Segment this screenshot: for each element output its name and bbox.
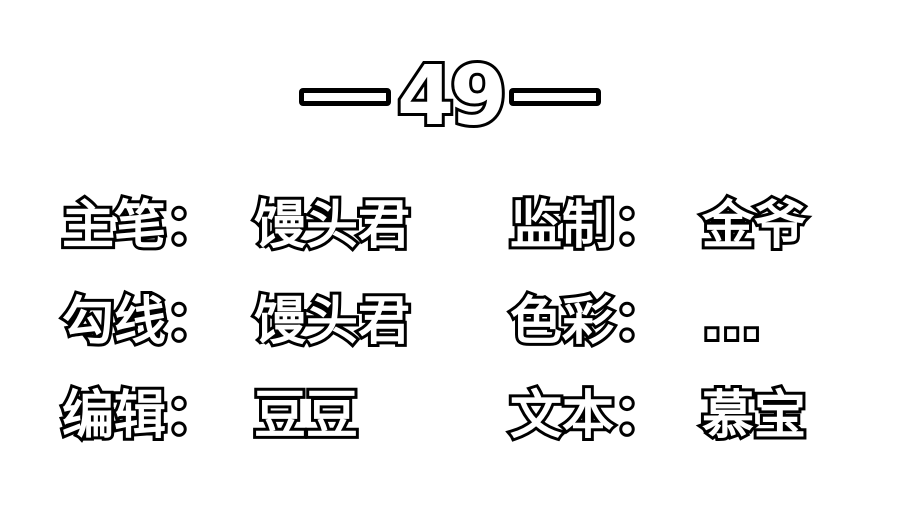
credit-value: 金爷 [699,193,809,259]
left-dash-decoration [298,88,391,106]
credit-script: 文本： 慕宝 [507,383,809,449]
credit-lineart: 勾线： 馒头君 [59,289,413,355]
credit-main-artist: 主笔： 馒头君 [59,193,413,259]
credit-value: 豆豆 [251,383,361,449]
chapter-number: 49 [394,49,510,144]
credit-label: 文本： [507,383,669,449]
chapter-heading: 49 [0,52,900,142]
right-dash-decoration [509,88,602,106]
credit-value: 慕宝 [699,383,809,449]
credit-editor: 编辑： 豆豆 [59,383,361,449]
credit-coloring: 色彩： ... [507,289,764,355]
credit-label: 监制： [507,193,669,259]
credit-supervisor: 监制： 金爷 [507,193,809,259]
credit-value: ... [699,289,764,355]
credit-value: 馒头君 [251,193,413,259]
credit-value: 馒头君 [251,289,413,355]
credit-label: 编辑： [59,383,221,449]
credit-label: 勾线： [59,289,221,355]
credit-label: 色彩： [507,289,669,355]
credit-label: 主笔： [59,193,221,259]
